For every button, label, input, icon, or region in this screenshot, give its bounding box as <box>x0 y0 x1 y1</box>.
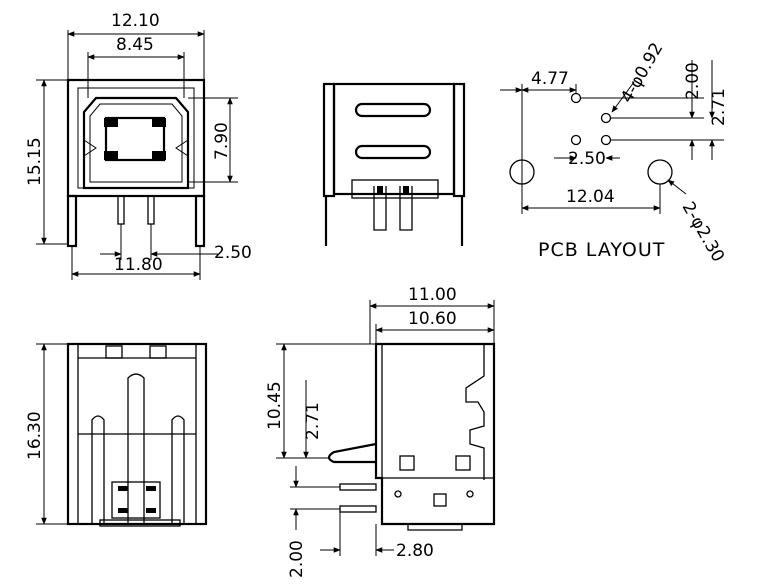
front-opening <box>82 96 190 190</box>
profile-dim-pin-offset: 2.00 <box>287 540 307 578</box>
profile-latch <box>465 344 485 480</box>
side-slot-top <box>354 102 432 118</box>
bottom-body <box>66 342 208 526</box>
front-tongue <box>104 116 166 162</box>
front-opening-inner <box>89 103 183 183</box>
front-mount-leg-left <box>66 194 78 248</box>
side-view <box>322 82 466 246</box>
pcb-hole-small-2 <box>600 112 612 124</box>
profile-dim-pin-length: 2.80 <box>396 541 434 561</box>
pcb-dim-row-offset-2: 2.71 <box>709 88 729 126</box>
bottom-rib-left <box>91 415 105 524</box>
side-tab-right <box>452 82 466 198</box>
side-pin-1 <box>373 186 387 231</box>
bottom-rib-right <box>171 415 185 524</box>
pcb-small-hole-note: 4-φ0.92 <box>617 39 667 106</box>
bottom-center-rib <box>127 373 145 524</box>
profile-view: 11.00 10.60 10.45 2.71 2.00 2.80 <box>265 285 496 578</box>
front-latch-right <box>175 139 189 157</box>
profile-dim-depth-outer: 11.00 <box>408 285 457 305</box>
front-mount-leg-right <box>194 194 206 248</box>
bottom-view: 16.30 <box>25 342 208 527</box>
front-body-inner <box>77 87 195 189</box>
pcb-hole-small-1 <box>570 92 582 104</box>
dim-width-inner: 8.45 <box>116 35 154 55</box>
pcb-dim-mount-span: 12.04 <box>566 187 615 207</box>
contact-tl <box>104 118 118 127</box>
pcb-dim-offset-x: 4.77 <box>531 69 569 89</box>
profile-dim-depth-inner: 10.60 <box>408 309 457 329</box>
bottom-tab-right <box>149 345 167 359</box>
profile-window-left <box>399 455 415 471</box>
bottom-pad-block <box>111 481 161 519</box>
pcb-layout-title: PCB LAYOUT <box>538 239 665 261</box>
profile-dim-height-pin: 2.71 <box>303 402 323 440</box>
dim-height: 15.15 <box>25 137 45 186</box>
pcb-dim-row-offset-1: 2.00 <box>683 62 703 100</box>
pcb-large-hole-note: 2-φ2.30 <box>678 199 728 266</box>
contact-tr <box>152 118 166 127</box>
pcb-hole-small-4 <box>600 134 612 146</box>
front-pin-2 <box>147 195 155 225</box>
profile-window-right <box>455 455 471 471</box>
contact-bl <box>104 151 118 160</box>
side-slot-bottom <box>354 144 432 160</box>
dim-pin-pitch: 2.50 <box>214 243 252 263</box>
front-view: 12.10 8.45 15.15 7.90 2.50 11.80 <box>25 11 252 280</box>
side-pin-2 <box>399 186 413 231</box>
profile-pin-1 <box>339 483 377 491</box>
profile-window-bottom <box>433 493 447 507</box>
bottom-tab-left <box>105 345 123 359</box>
front-latch-left <box>83 139 97 157</box>
front-body-outline <box>66 78 206 198</box>
dim-opening-height: 7.90 <box>212 122 232 160</box>
dim-width-outer: 12.10 <box>111 11 160 31</box>
pcb-hole-small-3 <box>570 134 582 146</box>
profile-pin-2 <box>339 505 377 513</box>
profile-mount-hook <box>327 442 377 464</box>
pcb-dim-pitch: 2.50 <box>568 149 606 169</box>
side-tab-left <box>322 82 336 198</box>
side-base <box>351 179 439 199</box>
profile-dim-height-total: 10.45 <box>265 381 285 430</box>
pcb-layout: 4.77 4-φ0.92 2.00 2.71 2.50 12.04 2-φ2.3… <box>500 39 729 266</box>
dim-bottom-height: 16.30 <box>25 411 45 460</box>
dim-mount-span: 11.80 <box>114 255 163 275</box>
contact-br <box>152 151 166 160</box>
profile-body <box>374 342 496 526</box>
front-pin-1 <box>117 195 125 225</box>
side-body <box>332 82 456 196</box>
